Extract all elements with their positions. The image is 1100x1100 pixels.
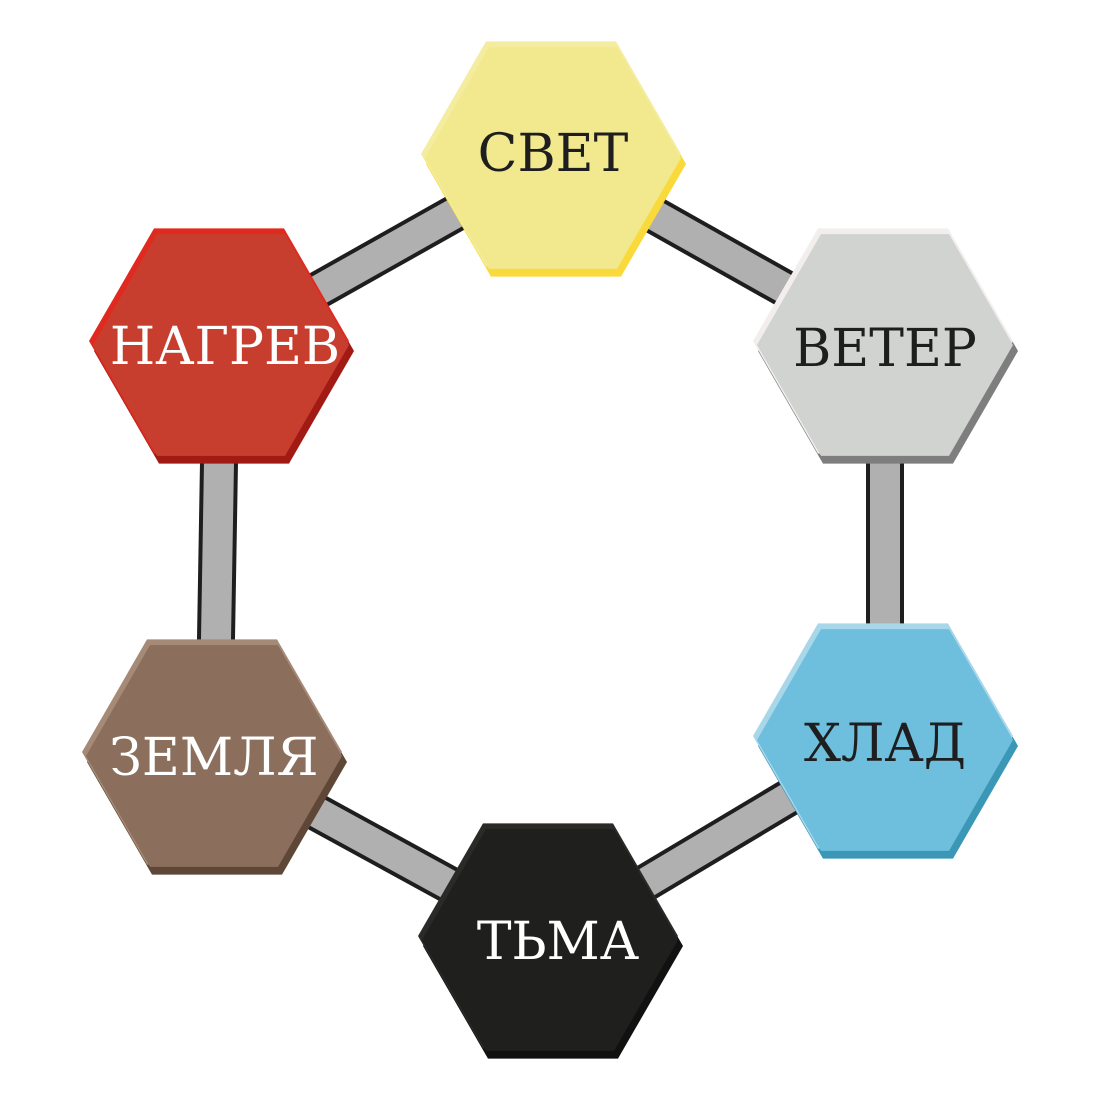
nodes-layer: СВЕТ ВЕТЕР ХЛАД ТЬМА ЗЕМЛЯ НАГРЕВ: [82, 41, 1018, 1059]
node-svet: СВЕТ: [421, 41, 686, 277]
node-hexagon: [757, 629, 1013, 851]
node-nagrev: НАГРЕВ: [89, 228, 354, 464]
node-label-khlad: ХЛАД: [804, 714, 966, 774]
node-hexagon: [422, 829, 678, 1051]
node-zemlya: ЗЕМЛЯ: [82, 639, 347, 875]
node-tma: ТЬМА: [418, 823, 683, 1059]
node-hexagon: [425, 47, 681, 269]
node-khlad: ХЛАД: [753, 623, 1018, 859]
node-label-veter: ВЕТЕР: [793, 319, 977, 379]
node-hexagon: [93, 234, 349, 456]
node-veter: ВЕТЕР: [753, 228, 1018, 464]
node-label-svet: СВЕТ: [478, 124, 629, 184]
node-hexagon: [86, 645, 342, 867]
node-label-zemlya: ЗЕМЛЯ: [110, 728, 319, 788]
node-label-nagrev: НАГРЕВ: [110, 317, 340, 377]
node-label-tma: ТЬМА: [477, 912, 639, 972]
node-hexagon: [757, 234, 1013, 456]
